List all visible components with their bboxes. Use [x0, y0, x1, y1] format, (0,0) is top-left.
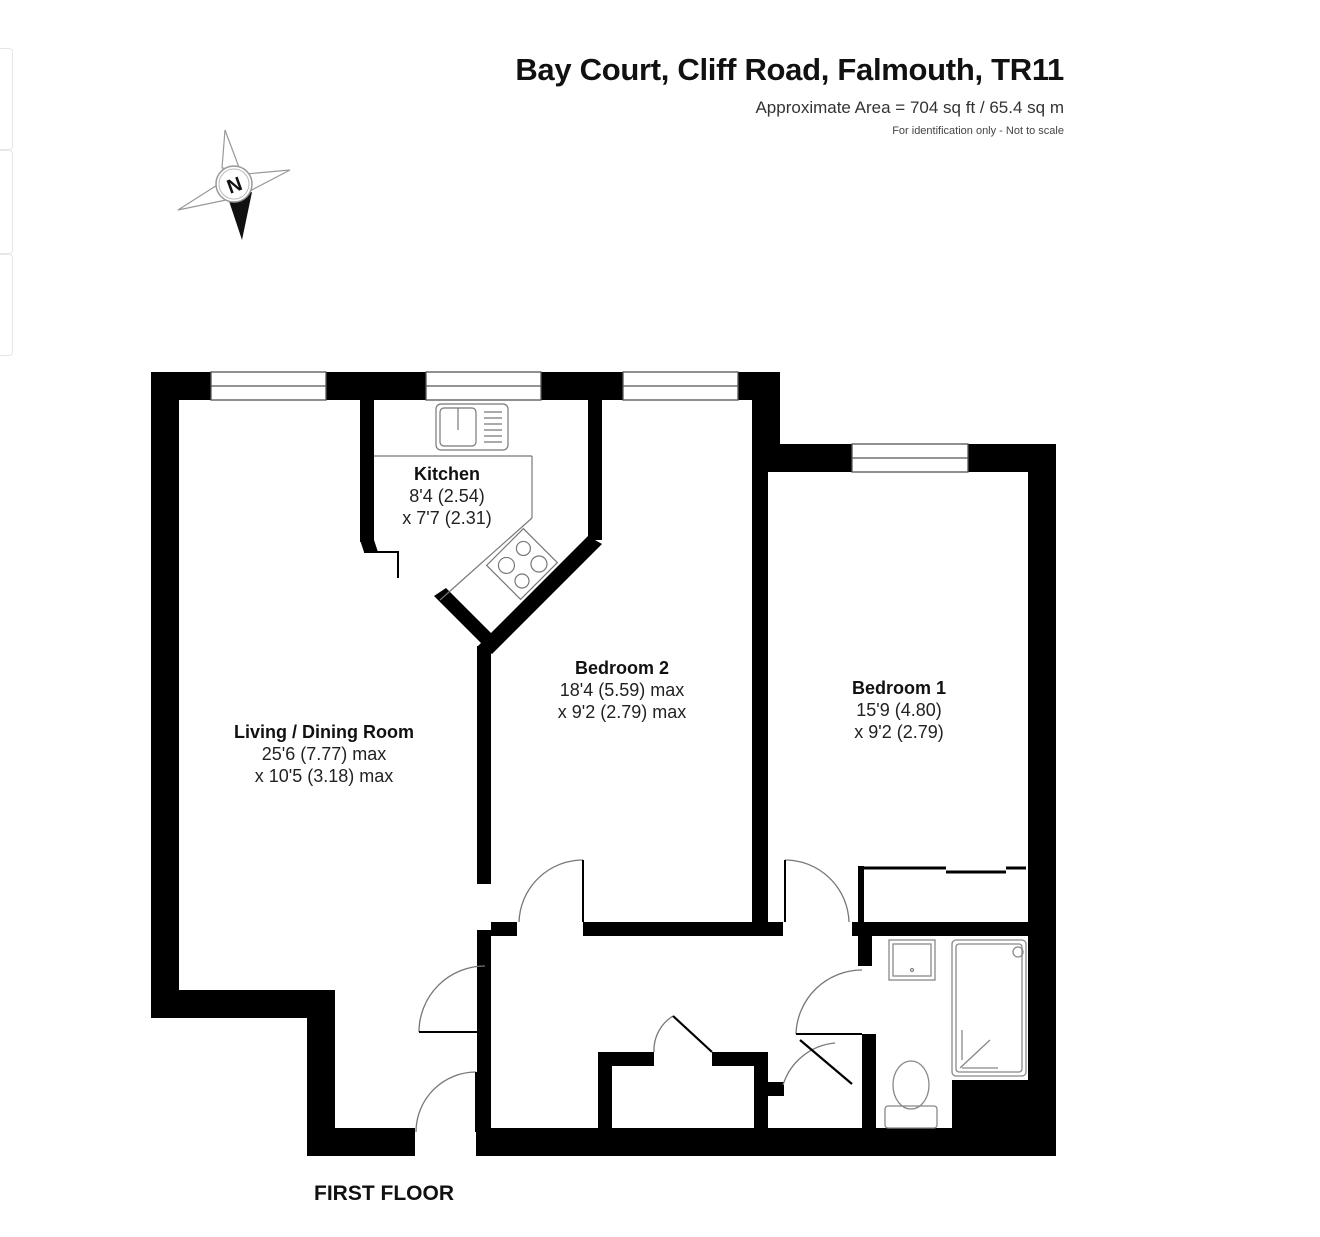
disclaimer: For identification only - Not to scale: [892, 125, 1064, 137]
doors: [364, 551, 863, 1133]
room-label-kitchen: Kitchen 8'4 (2.54) x 7'7 (2.31): [402, 464, 491, 529]
property-title: Bay Court, Cliff Road, Falmouth, TR11: [515, 52, 1064, 87]
room-dimension: 15'9 (4.80): [856, 700, 942, 720]
svg-text:N: N: [224, 173, 245, 199]
toilet-icon: [884, 1060, 938, 1129]
compass-north-icon: N: [177, 129, 291, 240]
room-name: Bedroom 1: [851, 678, 947, 698]
plan-header: Bay Court, Cliff Road, Falmouth, TR11 Ap…: [515, 52, 1064, 137]
room-dimension: 8'4 (2.54): [409, 486, 485, 506]
edge-tab: [0, 48, 13, 150]
room-dimension: x 10'5 (3.18) max: [254, 766, 394, 786]
walls: [151, 372, 1056, 1156]
room-dimension: x 9'2 (2.79) max: [557, 702, 687, 722]
kitchen-fixtures: [374, 403, 559, 601]
sink-icon: [435, 403, 509, 451]
room-dimension: 25'6 (7.77) max: [261, 744, 387, 764]
approximate-area: Approximate Area = 704 sq ft / 65.4 sq m: [755, 98, 1064, 117]
room-dimension: 18'4 (5.59) max: [559, 680, 685, 700]
bathroom-fixtures: [884, 939, 1027, 1129]
room-dimension: x 9'2 (2.79): [854, 722, 944, 742]
floor-label: FIRST FLOOR: [314, 1182, 454, 1205]
windows: [210, 371, 969, 473]
hob-icon: [485, 527, 559, 601]
basin-icon: [888, 939, 936, 981]
shower-tray-icon: [951, 939, 1027, 1077]
edge-tab: [0, 254, 13, 356]
room-label-bedroom-1: Bedroom 1 15'9 (4.80) x 9'2 (2.79): [852, 678, 946, 743]
room-name: Kitchen: [413, 464, 481, 484]
edge-tab: [0, 150, 13, 254]
bedroom1-wardrobe: [864, 866, 1026, 874]
room-name: Bedroom 2: [574, 658, 670, 678]
room-label-living-dining: Living / Dining Room 25'6 (7.77) max x 1…: [234, 722, 414, 787]
room-label-bedroom-2: Bedroom 2 18'4 (5.59) max x 9'2 (2.79) m…: [558, 658, 687, 723]
room-name: Living / Dining Room: [234, 722, 414, 742]
room-dimension: x 7'7 (2.31): [402, 508, 492, 528]
